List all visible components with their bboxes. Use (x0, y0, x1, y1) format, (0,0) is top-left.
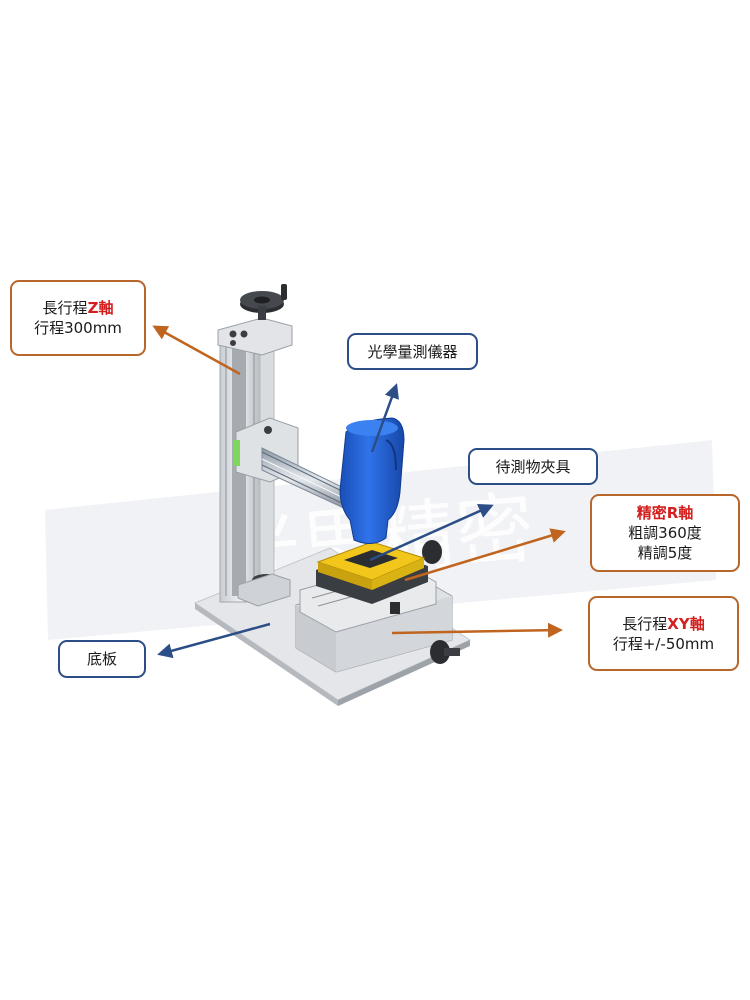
arrow-z-axis (152, 325, 241, 376)
callout-r-axis: 精密R軸 粗調360度 精調5度 (590, 494, 740, 572)
z-axis-prefix: 長行程 (42, 299, 88, 317)
arrow-optical (370, 383, 399, 453)
arrows (152, 325, 566, 659)
callout-z-axis: 長行程Z軸 行程300mm (10, 280, 146, 356)
xy-axis-travel: 行程+/-50mm (612, 634, 715, 653)
base-label: 底板 (86, 650, 117, 668)
xy-axis-prefix: 長行程 (622, 614, 668, 633)
optical-label: 光學量測儀器 (367, 342, 458, 361)
arrow-fixture (369, 504, 494, 562)
callout-xy-axis: 長行程XY軸 行程+/-50mm (588, 596, 739, 671)
z-axis-highlight: Z軸 (87, 299, 114, 317)
callout-base: 底板 (58, 640, 146, 678)
z-axis-column (217, 284, 299, 607)
xy-axis-highlight: XY軸 (667, 614, 705, 633)
r-axis-fine: 精調5度 (637, 544, 693, 562)
callout-fixture: 待測物夾具 (468, 448, 598, 485)
arrow-r-axis (404, 528, 566, 582)
r-axis-highlight: 精密R軸 (636, 504, 694, 522)
z-axis-travel: 行程300mm (34, 319, 122, 337)
arrow-xy-axis (391, 622, 563, 638)
r-axis-coarse: 粗調360度 (628, 524, 702, 542)
optical-instrument (339, 417, 405, 544)
arrow-base (157, 622, 271, 659)
callout-optical: 光學量測儀器 (347, 333, 478, 370)
z-axis-title: 長行程Z軸 (43, 298, 114, 318)
xy-axis-title: 長行程XY軸 (622, 614, 704, 634)
fixture-label: 待測物夾具 (495, 457, 571, 476)
